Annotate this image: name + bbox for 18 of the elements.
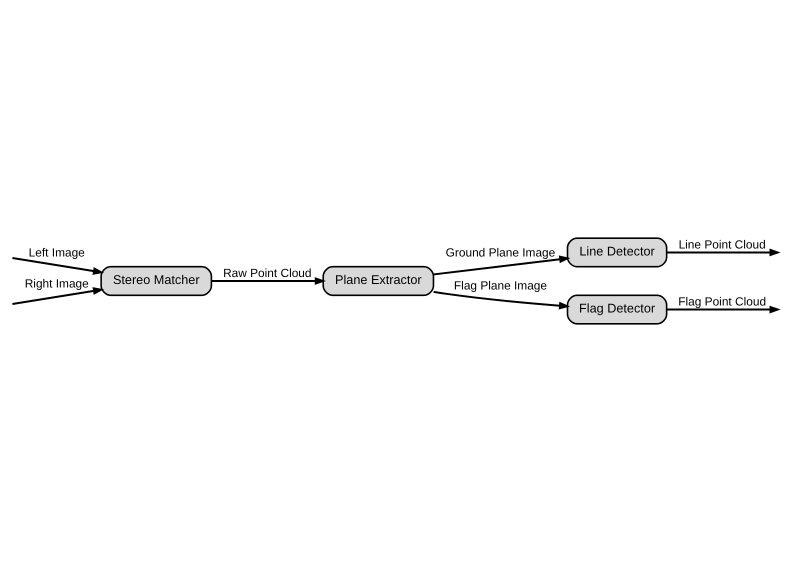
arrow: [666, 248, 781, 256]
edge-label: Flag Point Cloud: [678, 294, 766, 308]
edge-label: Ground Plane Image: [446, 244, 556, 259]
arrow: [666, 305, 781, 313]
node-box: Line Detector: [566, 236, 668, 268]
edge-label: Line Point Cloud: [678, 236, 766, 251]
edge-label: Right Image: [24, 276, 89, 290]
node-box: Stereo Matcher: [100, 265, 212, 296]
arrow: [12, 256, 104, 274]
arrow: [12, 286, 104, 304]
edge-label: Left Image: [28, 244, 85, 259]
arrow: [433, 254, 570, 275]
node-box: Plane Extractor: [322, 265, 434, 296]
edge-label: Flag Plane Image: [454, 278, 548, 292]
arrow: [212, 276, 326, 284]
edge-label: Raw Point Cloud: [223, 266, 312, 280]
node-box: Flag Detector: [566, 294, 668, 324]
arrow: [433, 290, 570, 310]
